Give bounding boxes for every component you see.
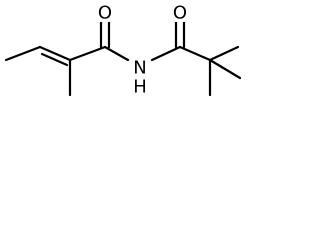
chemical-structure-diagram: O O N H [4,3,242,98]
oxygen-label-right: O [173,3,187,24]
nitrogen-label: N [133,58,146,79]
methyl-bond-left [4,45,42,62]
alkene-bond-outer [38,45,72,62]
oxygen-atom-left: O [96,3,114,24]
nitrogen-atom: N H [131,58,149,98]
tbutyl-methyl-bond-up [208,45,240,62]
hydrogen-label: H [133,77,147,98]
oxygen-atom-right: O [171,3,189,24]
carbonyl-to-nitrogen-bond-left [103,45,130,62]
tbutyl-methyl-bond-down-right [208,58,242,80]
alpha-to-carbonyl-bond [68,45,107,62]
alkene-bond-inner [40,52,69,67]
carbonyl-to-quaternary-bond [178,45,212,62]
oxygen-label-left: O [98,3,112,24]
nitrogen-to-carbonyl-bond-right [150,45,182,62]
